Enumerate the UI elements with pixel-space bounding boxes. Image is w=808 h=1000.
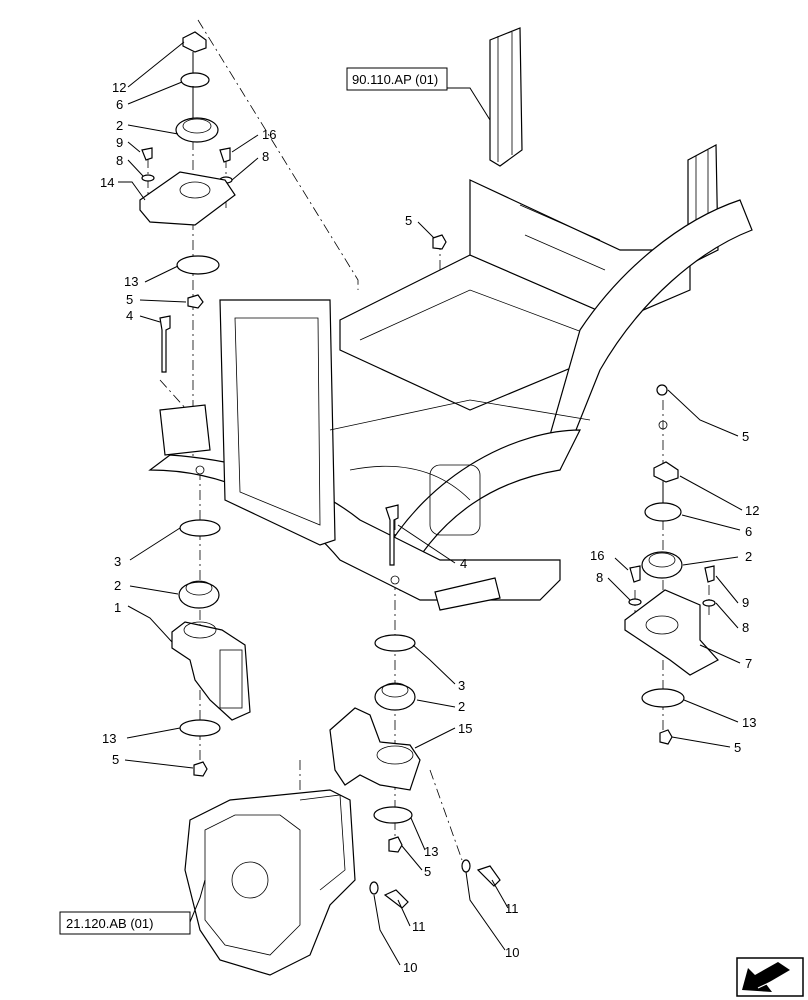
callout-5-left: 5 — [112, 752, 119, 767]
pad-13-left — [179, 719, 221, 737]
callout-11-a: 11 — [412, 919, 426, 934]
washer-6-top — [180, 72, 210, 88]
arrow-icon — [736, 957, 804, 997]
nut-5-mid — [388, 836, 403, 853]
callout-5-right-b: 5 — [734, 740, 741, 755]
callout-7: 7 — [745, 656, 752, 671]
bracket-1 — [171, 621, 251, 721]
callout-13-top: 13 — [124, 274, 138, 289]
reference-box-frame: 90.110.AP (01) — [346, 67, 448, 91]
bolt-9-top — [141, 147, 153, 161]
callout-4-mid: 4 — [460, 556, 467, 571]
callout-9-top: 9 — [116, 135, 123, 150]
nut-5-right-b — [659, 729, 673, 745]
washer-10-a — [369, 881, 379, 895]
reference-transmission-text: 21.120.AB (01) — [66, 916, 153, 931]
callout-10-b: 10 — [505, 945, 519, 960]
callout-5-frame: 5 — [405, 213, 412, 228]
bolt-11-a — [383, 889, 409, 909]
callout-12-right: 12 — [745, 503, 759, 518]
callout-11-b: 11 — [505, 901, 519, 916]
bushing-2-right — [641, 551, 683, 579]
nut-5-top — [187, 294, 204, 309]
callout-5-right: 5 — [742, 429, 749, 444]
callout-8-right-l: 8 — [596, 570, 603, 585]
bracket-15 — [329, 707, 421, 791]
reference-frame-text: 90.110.AP (01) — [352, 72, 438, 87]
washer-6-right — [644, 502, 682, 522]
callout-4-left: 4 — [126, 308, 133, 323]
callout-2-top: 2 — [116, 118, 123, 133]
callout-16-right: 16 — [590, 548, 604, 563]
callout-13-right: 13 — [742, 715, 756, 730]
bolt-4-left — [159, 315, 171, 373]
pad-13-top — [176, 255, 220, 275]
callout-8-top: 8 — [116, 153, 123, 168]
pad-13-right — [641, 688, 685, 708]
clip-12-top — [182, 31, 207, 53]
pad-13-mid — [373, 806, 413, 824]
reference-box-transmission: 21.120.AB (01) — [59, 911, 191, 935]
bolt-9-right — [704, 565, 715, 583]
mount-stack-left-lower — [171, 519, 251, 777]
callout-6-right: 6 — [745, 524, 752, 539]
callout-9-right: 9 — [742, 595, 749, 610]
callout-16-top: 16 — [262, 127, 276, 142]
mount-stack-middle — [329, 504, 501, 909]
callout-5-mid: 5 — [424, 864, 431, 879]
washer-10-b — [461, 859, 471, 873]
callout-14: 14 — [100, 175, 114, 190]
callout-8-top-r: 8 — [262, 149, 269, 164]
bolt-16-right — [629, 565, 641, 583]
callout-6-top: 6 — [116, 97, 123, 112]
callout-10-a: 10 — [403, 960, 417, 975]
callout-13-left: 13 — [102, 731, 116, 746]
callout-leaders — [118, 41, 743, 966]
callout-8-right-r: 8 — [742, 620, 749, 635]
pad-3-mid — [374, 634, 416, 652]
callout-15: 15 — [458, 721, 472, 736]
mount-stack-right — [624, 461, 719, 745]
callout-3-mid: 3 — [458, 678, 465, 693]
bushing-2-top — [175, 117, 219, 143]
transmission-housing — [184, 789, 356, 976]
callout-3-left: 3 — [114, 554, 121, 569]
callout-2-mid: 2 — [458, 699, 465, 714]
callout-13-mid: 13 — [424, 844, 438, 859]
bolt-4-mid — [385, 504, 399, 566]
washer-8-right-l — [628, 598, 642, 606]
callout-2-left: 2 — [114, 578, 121, 593]
callout-12-top: 12 — [112, 80, 126, 95]
bolt-16-top — [219, 147, 231, 163]
callout-5-top: 5 — [126, 292, 133, 307]
pad-3-left — [179, 519, 221, 537]
callout-1: 1 — [114, 600, 121, 615]
callout-2-right: 2 — [745, 549, 752, 564]
tractor-frame — [148, 27, 753, 611]
washer-8-top-l — [141, 174, 155, 182]
nut-5-left — [193, 761, 208, 777]
mount-stack-top-left — [139, 31, 447, 373]
nut-5-frame — [432, 234, 447, 250]
bracket-14 — [139, 171, 236, 226]
washer-8-right-r — [702, 599, 716, 607]
callout-labels: 12 6 2 9 8 14 16 8 13 5 4 5 5 12 6 16 2 … — [100, 80, 759, 975]
bolt-11-b — [476, 865, 501, 887]
clip-12-right — [653, 461, 679, 483]
